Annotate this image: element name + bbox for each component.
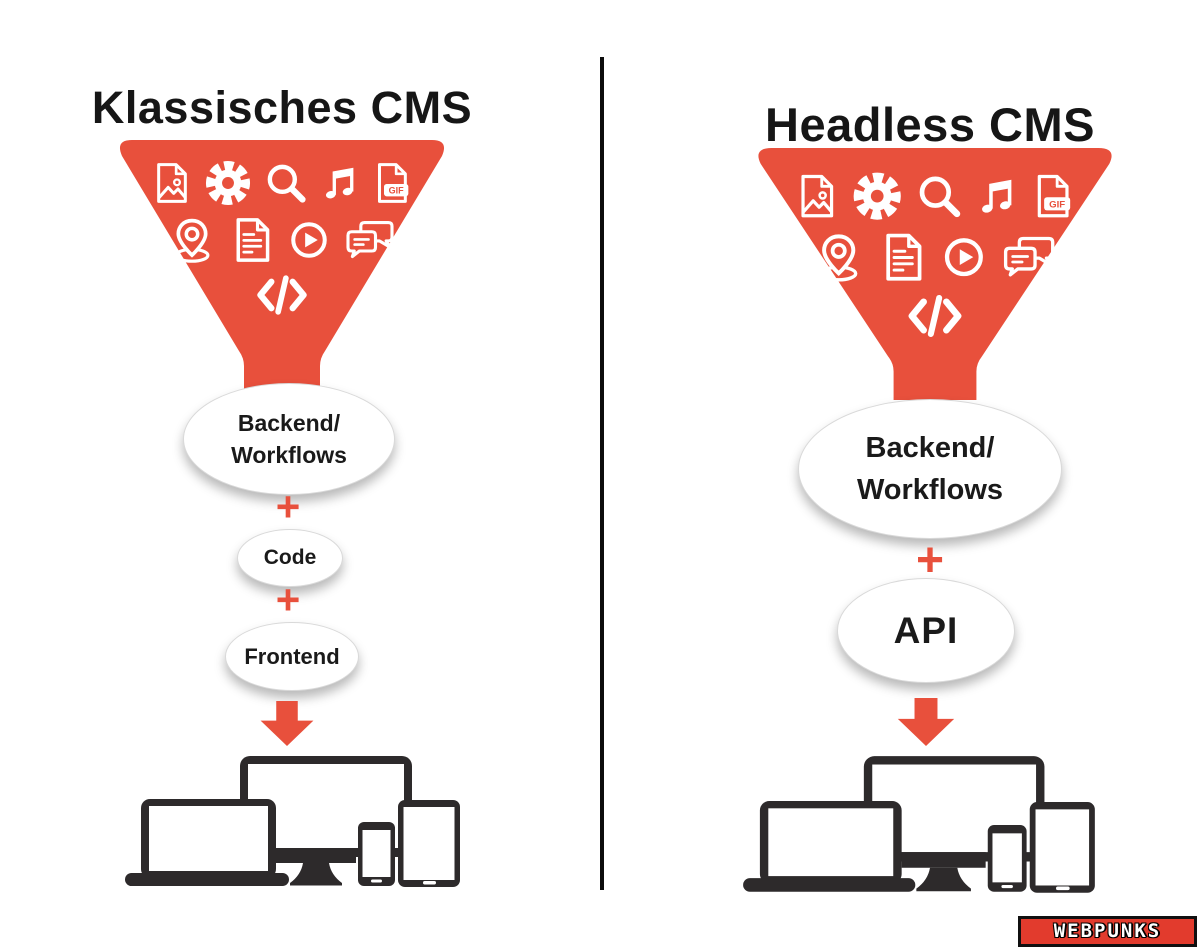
headless-cms-funnel: GIF [753, 148, 1117, 400]
tablet-icon [398, 800, 460, 887]
funnel-icon-row-3 [254, 272, 310, 318]
headless-cms-title: Headless CMS [765, 98, 1095, 152]
location-pin-icon [820, 234, 858, 282]
play-icon [944, 238, 983, 277]
music-note-icon [982, 179, 1012, 213]
code-icon [257, 275, 307, 315]
frontend-oval: Frontend [225, 622, 359, 691]
tablet-icon [1029, 802, 1095, 893]
devices-illustration-svg [125, 756, 460, 887]
backend-label-line1: Backend/ [865, 431, 995, 464]
laptop-icon [125, 799, 289, 886]
gear-icon [205, 160, 251, 206]
down-arrow-icon [260, 701, 314, 746]
document-icon [236, 218, 270, 262]
smartphone-icon [987, 825, 1027, 892]
code-label: Code [263, 546, 317, 569]
backend-workflows-oval: Backend/ Workflows [183, 383, 395, 495]
funnel-content-icons: GIF [115, 140, 449, 395]
api-label: API [893, 609, 959, 651]
classic-cms-title: Klassisches CMS [91, 82, 473, 134]
frontend-label: Frontend [244, 643, 340, 669]
backend-workflows-oval: Backend/ Workflows [798, 399, 1062, 539]
code-oval: Code [237, 529, 343, 587]
funnel-shape [758, 148, 1112, 400]
svg-text:GIF: GIF [1049, 200, 1065, 211]
down-arrow-icon [897, 698, 955, 746]
image-file-icon [801, 174, 834, 218]
backend-label-line2: Workflows [856, 474, 1004, 506]
document-icon [886, 233, 922, 281]
search-icon [267, 164, 306, 203]
music-note-icon [325, 167, 354, 199]
divider-line [600, 57, 604, 890]
plus-sign: + [275, 483, 301, 530]
play-icon [291, 222, 327, 258]
code-icon [908, 294, 962, 338]
gif-file-icon: GIF [1037, 174, 1071, 218]
funnel-icon-row-3 [905, 291, 965, 340]
laptop-icon [743, 801, 916, 892]
webpunks-logo: WEBPUNKS [1018, 916, 1197, 947]
classic-cms-funnel: GIF [115, 140, 449, 395]
devices-illustration-svg [743, 756, 1095, 893]
api-oval: API [837, 578, 1015, 683]
output-devices [123, 752, 463, 892]
search-icon [919, 176, 961, 218]
funnel-icon-row-1: GIF [152, 160, 412, 206]
funnel-content-icons: GIF [740, 150, 1129, 420]
chat-bubbles-icon [1003, 236, 1055, 277]
smartphone-icon [358, 822, 395, 886]
gif-file-icon: GIF [378, 163, 409, 203]
funnel-shape [119, 140, 445, 395]
plus-sign: + [275, 576, 301, 623]
chat-bubbles-icon [346, 221, 394, 259]
location-pin-icon [174, 218, 210, 263]
backend-label-line1: Backend/ [237, 409, 341, 436]
image-file-icon [157, 163, 187, 203]
plus-sign: + [915, 534, 945, 587]
backend-label-line2: Workflows [231, 442, 347, 468]
funnel-icon-row-2 [813, 231, 1057, 282]
funnel-icon-row-2 [168, 216, 396, 264]
output-devices [741, 752, 1098, 898]
svg-text:GIF: GIF [389, 186, 405, 196]
funnel-icon-row-1: GIF [796, 172, 1074, 221]
gear-icon [853, 172, 901, 220]
